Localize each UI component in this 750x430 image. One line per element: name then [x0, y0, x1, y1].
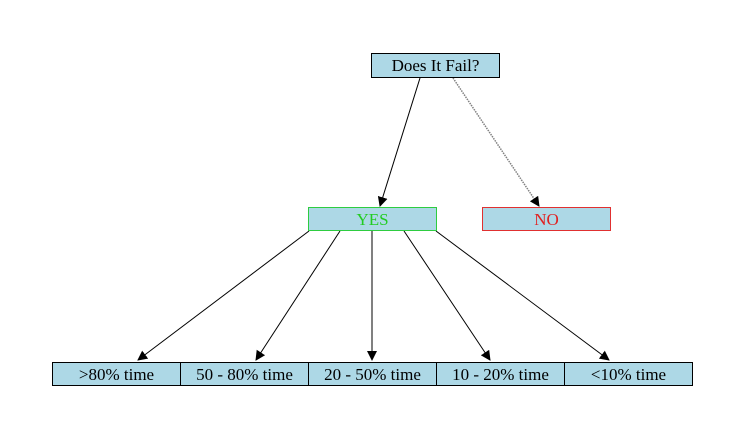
leaf-label: <10% time [590, 364, 667, 384]
leaf-node-10-20: 10 - 20% time [436, 362, 565, 386]
leaf-label: 10 - 20% time [452, 364, 549, 384]
edge-yes-to-leaf-1 [137, 230, 310, 361]
edge-root-to-yes [377, 77, 421, 207]
edge-yes-to-leaf-5 [435, 230, 610, 361]
leaf-node-20-50: 20 - 50% time [308, 362, 437, 386]
leaf-label: 20 - 50% time [324, 364, 421, 384]
leaf-node-over-80: >80% time [52, 362, 181, 386]
branch-node-no: NO [482, 207, 611, 231]
edge-root-to-no [452, 77, 540, 207]
leaf-node-under-10: <10% time [564, 362, 693, 386]
edge-yes-to-leaf-4 [403, 230, 491, 361]
edge-yes-to-leaf-2 [255, 230, 341, 361]
leaf-label: >80% time [78, 364, 155, 384]
root-node-label: Does It Fail? [391, 56, 480, 75]
leaf-label: 50 - 80% time [196, 364, 293, 384]
root-node-does-it-fail: Does It Fail? [371, 53, 500, 78]
branch-no-label: NO [534, 209, 559, 229]
leaf-node-50-80: 50 - 80% time [180, 362, 309, 386]
branch-yes-label: YES [356, 209, 389, 229]
branch-node-yes: YES [308, 207, 437, 231]
